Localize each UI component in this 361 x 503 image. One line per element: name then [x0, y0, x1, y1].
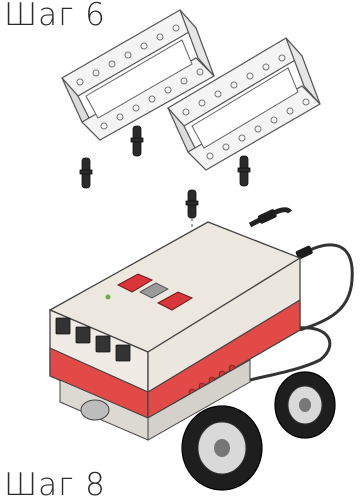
step-8-label: Шаг 8	[4, 470, 106, 501]
pin-2	[80, 158, 92, 188]
pin-4	[186, 190, 198, 218]
frame-beam-right	[168, 38, 320, 170]
wheel-front-left	[182, 406, 262, 490]
caster-ball	[81, 400, 109, 420]
pin-3	[238, 156, 250, 186]
wheel-front-right	[275, 372, 335, 438]
pin-1	[131, 126, 143, 156]
